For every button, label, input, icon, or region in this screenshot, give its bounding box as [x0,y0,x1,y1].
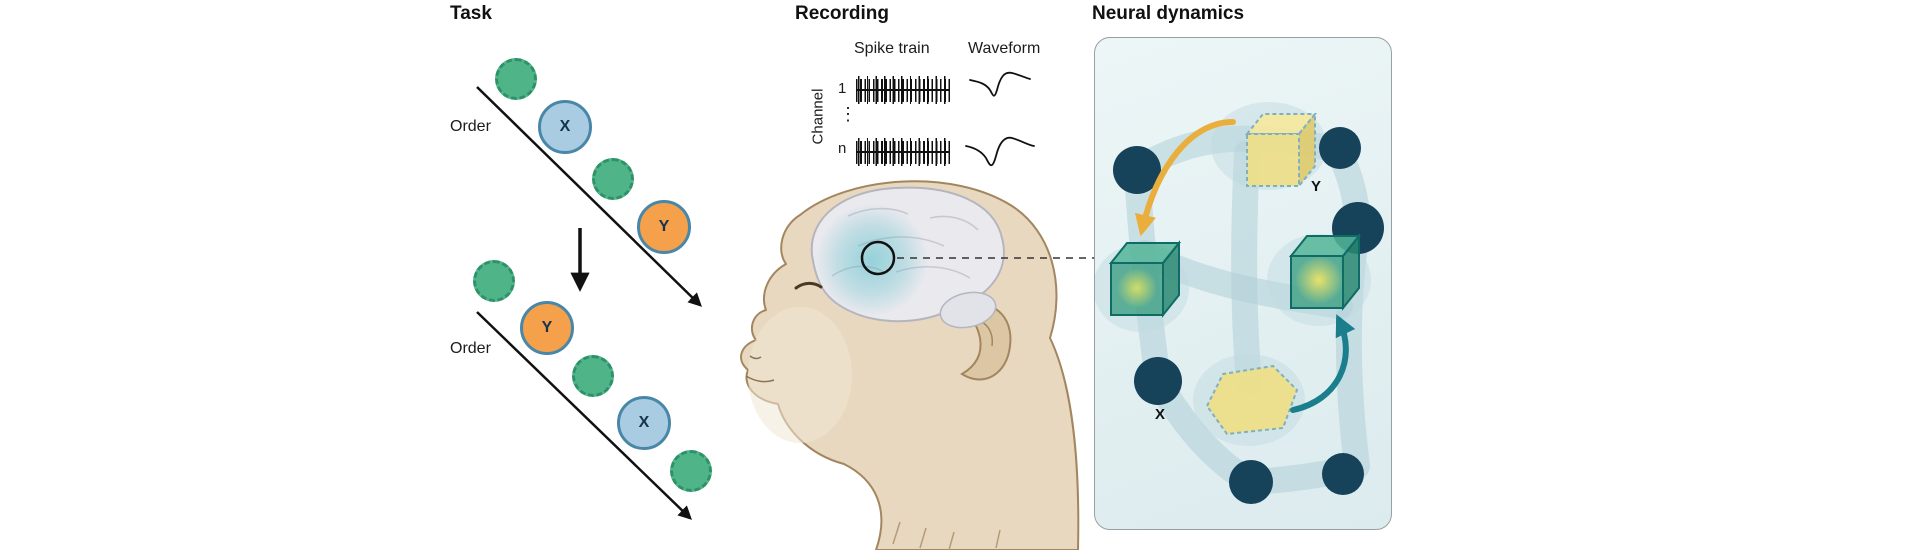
state-blob-x [1205,364,1299,436]
distractor-circle-3 [473,260,515,302]
neural-network-illustration [1095,102,1384,504]
item-x-label: X [559,118,571,135]
item-circle-y-bottom: Y [520,301,574,355]
recording-panel-title: Recording [795,3,889,24]
neural-dynamics-panel: Y X [1094,37,1392,530]
distractor-circle-2 [592,158,634,200]
state-label-x: X [1155,406,1166,423]
item-circle-y-top: Y [637,200,691,254]
monkey-cheek-shading [748,307,852,443]
green-cube-right [1288,233,1362,311]
state-label-y: Y [1311,178,1322,195]
monkey-mouth [745,375,775,383]
item-circle-x-bottom: X [617,396,671,450]
neck-fur-strokes [892,521,1001,550]
channel-n-label: n [838,140,847,157]
item-x-label: X [638,414,650,431]
item-y-label: Y [541,319,553,336]
spike-train-channel-1 [856,76,950,104]
item-y-label: Y [658,218,670,235]
order-label-top: Order [450,118,491,135]
transition-arrow-yellow [1134,119,1236,237]
monkey-eye [794,281,823,290]
neural-panel-title: Neural dynamics [1092,3,1245,24]
waveform-label: Waveform [968,40,1041,57]
task-panel-title: Task [450,3,492,24]
transition-arrow-teal [1290,314,1356,413]
green-cube-left [1108,240,1182,318]
channel-ellipsis: ⋮ [839,104,857,124]
state-cube-y [1244,111,1318,189]
monkey-illustration [740,180,1096,550]
channel-1-label: 1 [838,80,847,97]
monkey-nostril [749,355,762,360]
monkey-ear [960,303,1012,381]
item-circle-x-top: X [538,100,592,154]
spike-train-label: Spike train [854,40,930,57]
brain-teal-highlight [816,204,928,316]
waveform-channel-1 [969,71,1031,97]
channel-axis-label: Channel [809,88,827,144]
spike-train-channel-n [856,138,950,166]
order-arrow-bottom [476,311,692,520]
recording-site-circle [860,240,896,276]
distractor-circle-4 [572,355,614,397]
distractor-circle-5 [670,450,712,492]
order-label-bottom: Order [450,340,491,357]
neuron-nodes [1113,127,1384,504]
waveform-channel-n [965,136,1035,167]
order-arrow-top [476,86,702,307]
cerebellum [939,291,997,329]
distractor-circle-1 [495,58,537,100]
